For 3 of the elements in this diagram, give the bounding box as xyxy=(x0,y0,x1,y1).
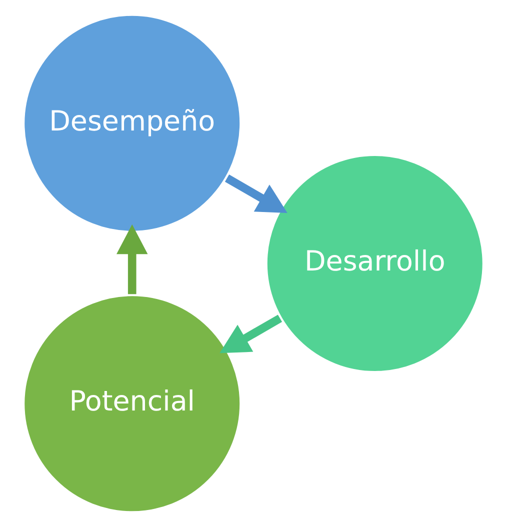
arrow xyxy=(116,224,148,294)
arrow xyxy=(220,314,282,354)
arrow xyxy=(224,174,288,213)
